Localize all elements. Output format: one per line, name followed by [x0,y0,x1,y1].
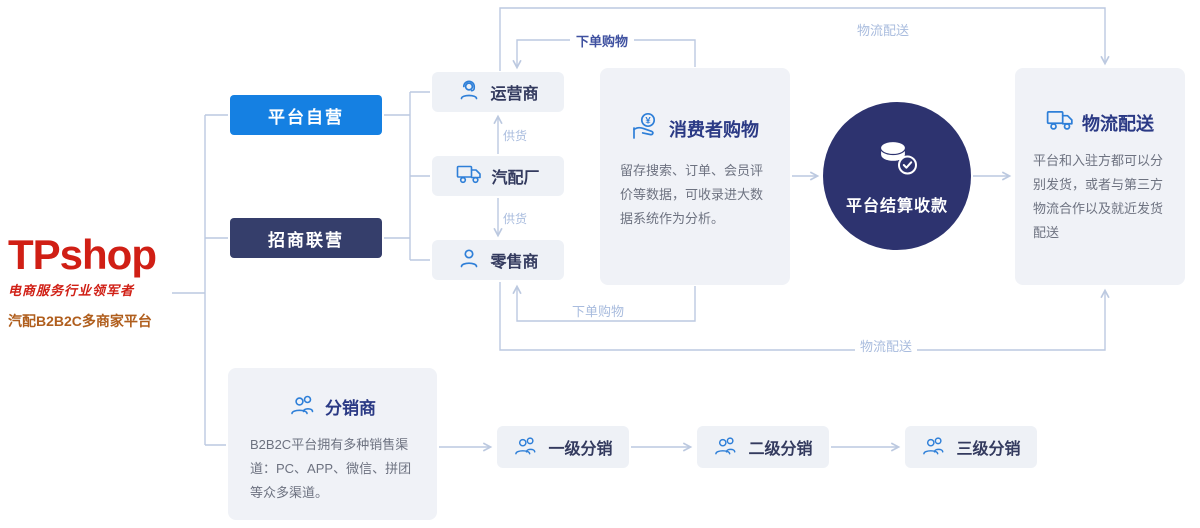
delivery-label-bottom: 物流配送 [855,336,918,355]
person-icon [457,246,481,275]
level3-label: 三级分销 [956,441,1021,458]
truck-icon [456,163,482,190]
order-label-bottom: 下单购物 [572,304,625,319]
settlement-circle: 平台结算收款 [823,102,971,250]
delivery-label-top: 物流配送 [857,23,910,38]
level1-label: 一级分销 [548,441,613,458]
parts-factory-label: 汽配厂 [491,170,540,187]
node-joint-venture: 招商联营 [230,218,382,258]
brand-block: TPshop 电商服务行业领军者 汽配B2B2C多商家平台 [8,234,183,331]
distributor-body: B2B2C平台拥有多种销售渠道：PC、APP、微信、拼团等众多渠道。 [250,437,412,501]
people-icon [713,434,739,461]
self-operated-label: 平台自营 [268,107,344,127]
operator-icon [457,78,481,107]
people-icon [921,434,947,461]
brand-subtitle: 汽配B2B2C多商家平台 [8,313,152,329]
retailer-label: 零售商 [490,254,539,271]
coins-check-icon [874,137,920,184]
node-self-operated: 平台自营 [230,95,382,135]
settlement-title: 平台结算收款 [845,197,948,215]
consumer-title: 消费者购物 [669,119,759,140]
order-label-top: 下单购物 [570,31,634,50]
node-operator: 运营商 [432,72,564,112]
node-retailer: 零售商 [432,240,564,280]
node-level3-distribution: 三级分销 [905,426,1037,468]
brand-logo: TPshop [8,231,157,278]
people-icon [513,434,539,461]
supply-label-bottom: 供货 [503,212,528,226]
delivery-truck-icon [1046,108,1074,137]
node-level2-distribution: 二级分销 [697,426,829,468]
operator-label: 运营商 [490,86,539,103]
supply-label-top: 供货 [503,129,528,143]
consumer-card: ¥ 消费者购物 留存搜索、订单、会员评价等数据，可收录进大数据系统作为分析。 [600,68,790,285]
brand-slogan: 电商服务行业领军者 [8,283,135,298]
svg-text:¥: ¥ [645,115,651,126]
distributor-title: 分销商 [325,399,376,418]
logistics-card: 物流配送 平台和入驻方都可以分别发货，或者与第三方物流合作以及就近发货配送 [1015,68,1185,285]
logistics-title: 物流配送 [1082,113,1154,134]
consumer-body: 留存搜索、订单、会员评价等数据，可收录进大数据系统作为分析。 [620,163,764,227]
logistics-body: 平台和入驻方都可以分别发货，或者与第三方物流合作以及就近发货配送 [1033,153,1164,241]
hand-coin-icon: ¥ [631,112,661,145]
joint-venture-label: 招商联营 [268,230,344,250]
node-level1-distribution: 一级分销 [497,426,629,468]
people-icon [289,392,317,421]
bracket-right [384,91,430,261]
distributor-card: 分销商 B2B2C平台拥有多种销售渠道：PC、APP、微信、拼团等众多渠道。 [228,368,437,520]
node-parts-factory: 汽配厂 [432,156,564,196]
level2-label: 二级分销 [748,441,813,458]
